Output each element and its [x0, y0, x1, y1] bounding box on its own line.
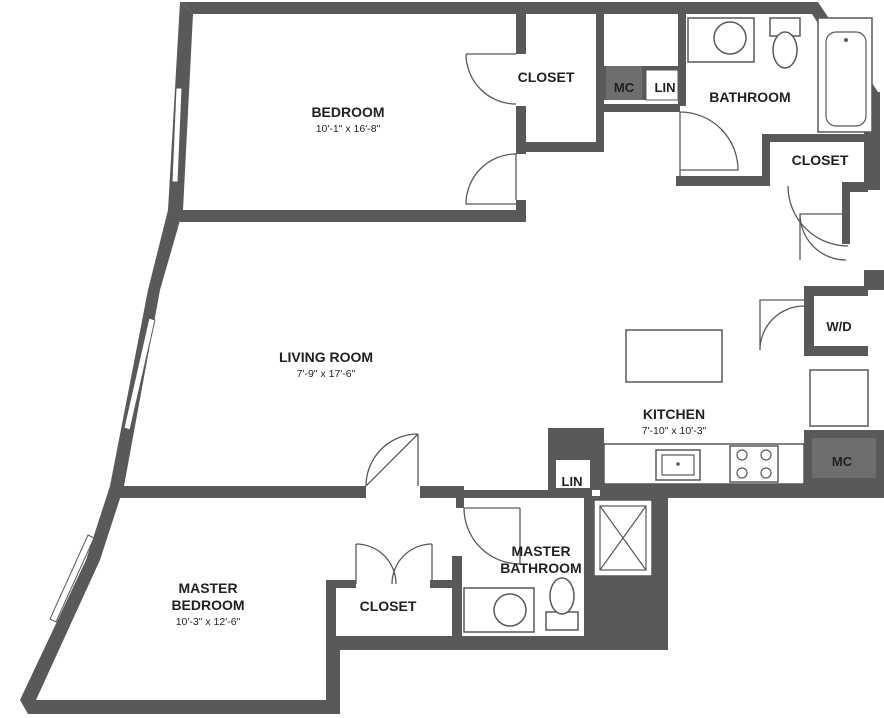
room-fills [556, 66, 876, 488]
mc-kitchen-tag: MC [832, 454, 853, 469]
bedroom-door [465, 153, 517, 205]
master-bedroom-label-line2: BEDROOM [171, 597, 244, 613]
master-closet-door-right [391, 543, 433, 585]
master-bathroom-label-line1: MASTER [511, 543, 570, 559]
doors [355, 53, 849, 585]
bathroom-label: BATHROOM [709, 89, 790, 105]
lin-top-tag: LIN [655, 80, 676, 95]
entry-door-arc [787, 185, 849, 247]
master-bedroom-dims: 10'-3" x 12'-6" [176, 616, 241, 628]
bedroom-window [171, 87, 183, 183]
master-sink-icon [493, 593, 527, 627]
interior-walls [120, 14, 884, 642]
closet-top-label: CLOSET [518, 69, 575, 85]
wd-door [759, 299, 805, 351]
master-window [49, 534, 95, 623]
closet-master-label: CLOSET [360, 598, 417, 614]
master-bedroom-door [365, 433, 419, 487]
living-room-dims: 7'-9" x 17'-6" [297, 368, 356, 380]
master-bedroom-label-line1: MASTER [178, 580, 237, 596]
living-room-label: LIVING ROOM [279, 349, 373, 365]
kitchen-label: KITCHEN [643, 406, 705, 422]
closet-right-door [799, 213, 847, 261]
living-window [123, 317, 156, 431]
stove-icon [729, 445, 779, 483]
closet-door [465, 53, 517, 105]
master-bathroom-door [463, 507, 521, 565]
master-bathroom-label-line2: BATHROOM [500, 560, 581, 576]
lin-bottom-tag: LIN [562, 474, 583, 489]
wd-tag: W/D [826, 319, 851, 334]
bathroom-sink-icon [713, 21, 747, 55]
master-toilet-icon [549, 577, 575, 615]
toilet-icon [772, 31, 798, 69]
mc-top-tag: MC [614, 80, 635, 95]
master-closet-door-left [355, 543, 397, 585]
bedroom-dims: 10'-1" x 16'-8" [316, 123, 381, 135]
refrigerator [809, 369, 869, 427]
bathroom-door [679, 111, 739, 176]
kitchen-dims: 7'-10" x 10'-3" [642, 425, 707, 437]
room-labels: BEDROOM 10'-1" x 16'-8" CLOSET MC LIN BA… [171, 69, 852, 628]
closet-right-label: CLOSET [792, 152, 849, 168]
kitchen-island [625, 329, 723, 383]
bedroom-label: BEDROOM [311, 104, 384, 120]
windows [49, 87, 183, 623]
fixtures [463, 17, 873, 633]
